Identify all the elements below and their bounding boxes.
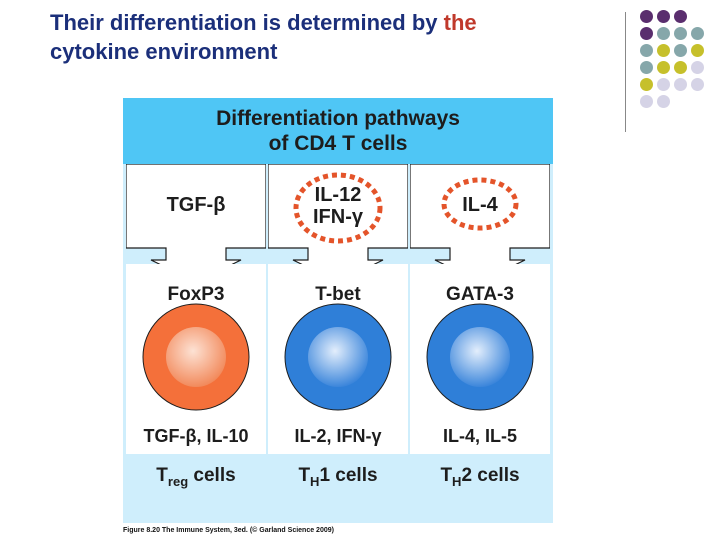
stimulus-line2: IFN-γ — [313, 206, 363, 228]
dot — [640, 78, 653, 91]
cell-type-th1: TH1 cells — [268, 465, 408, 489]
pathway-graphic — [126, 164, 266, 454]
figure-caption: Figure 8.20 The Immune System, 3ed. (© G… — [123, 527, 334, 534]
cell-nucleus — [308, 327, 368, 387]
title-highlight: the — [443, 10, 477, 35]
dot — [640, 61, 653, 74]
decorative-dot-grid — [640, 10, 720, 120]
cell-type-suffix: 2 cells — [461, 465, 520, 486]
stimulus-line1: IL-12 — [314, 184, 362, 206]
pathway-graphic — [410, 164, 550, 454]
transcription-factor-label: FoxP3 — [167, 284, 225, 305]
cell-nucleus — [166, 327, 226, 387]
transcription-factor-label: T-bet — [315, 284, 361, 305]
title-prefix: Their differentiation is determined by — [50, 10, 444, 35]
stimulus-label: IL-4 — [410, 194, 550, 216]
cell-type-suffix: cells — [188, 465, 236, 486]
cell-type-main: T — [440, 465, 453, 486]
dot — [691, 44, 704, 57]
dot — [674, 27, 687, 40]
header-line1: Differentiation pathways — [216, 107, 460, 130]
slide-title: Their differentiation is determined by t… — [50, 8, 610, 66]
cell-type-th2: TH2 cells — [410, 465, 550, 489]
dot — [640, 10, 653, 23]
highlight-dashed-circle — [293, 172, 383, 244]
title-line2: cytokine environment — [50, 39, 278, 64]
dot — [691, 61, 704, 74]
dot — [657, 61, 670, 74]
cell-type-main: T — [298, 465, 311, 486]
dot — [640, 95, 653, 108]
header-line2: of CD4 T cells — [268, 132, 408, 155]
cell-type-treg: Treg cells — [126, 465, 266, 489]
dot — [640, 44, 653, 57]
highlight-dashed-circle — [441, 177, 519, 231]
cell-nucleus — [450, 327, 510, 387]
dot — [691, 78, 704, 91]
pathway-treg: TGF-β FoxP3 TGF-β, IL-10 — [126, 164, 266, 454]
cell-type-subscript: reg — [167, 473, 189, 489]
stimulus-label: TGF-β — [126, 194, 266, 216]
vertical-divider — [625, 12, 626, 132]
dot — [674, 10, 687, 23]
pathway-th2: IL-4 GATA-3 IL-4, IL-5 — [410, 164, 550, 454]
transcription-factor-label: GATA-3 — [446, 284, 514, 305]
cytokine-output-label: IL-4, IL-5 — [442, 426, 517, 446]
pathway-graphic — [268, 164, 408, 454]
dot — [640, 27, 653, 40]
dot — [657, 27, 670, 40]
cytokine-output-label: TGF-β, IL-10 — [143, 426, 249, 446]
dot — [657, 44, 670, 57]
dot — [657, 95, 670, 108]
dot — [657, 10, 670, 23]
cell-type-subscript: H — [310, 473, 320, 489]
cell-type-main: T — [156, 465, 168, 486]
stimulus-line1: TGF-β — [166, 194, 226, 216]
cell-type-suffix: 1 cells — [319, 465, 378, 486]
cell-type-subscript: H — [452, 473, 462, 489]
cytokine-output-label: IL-2, IFN-γ — [294, 426, 382, 446]
dot — [657, 78, 670, 91]
dot — [674, 61, 687, 74]
stimulus-line1: IL-4 — [462, 194, 498, 216]
dot — [691, 27, 704, 40]
dot — [674, 78, 687, 91]
dot — [674, 44, 687, 57]
